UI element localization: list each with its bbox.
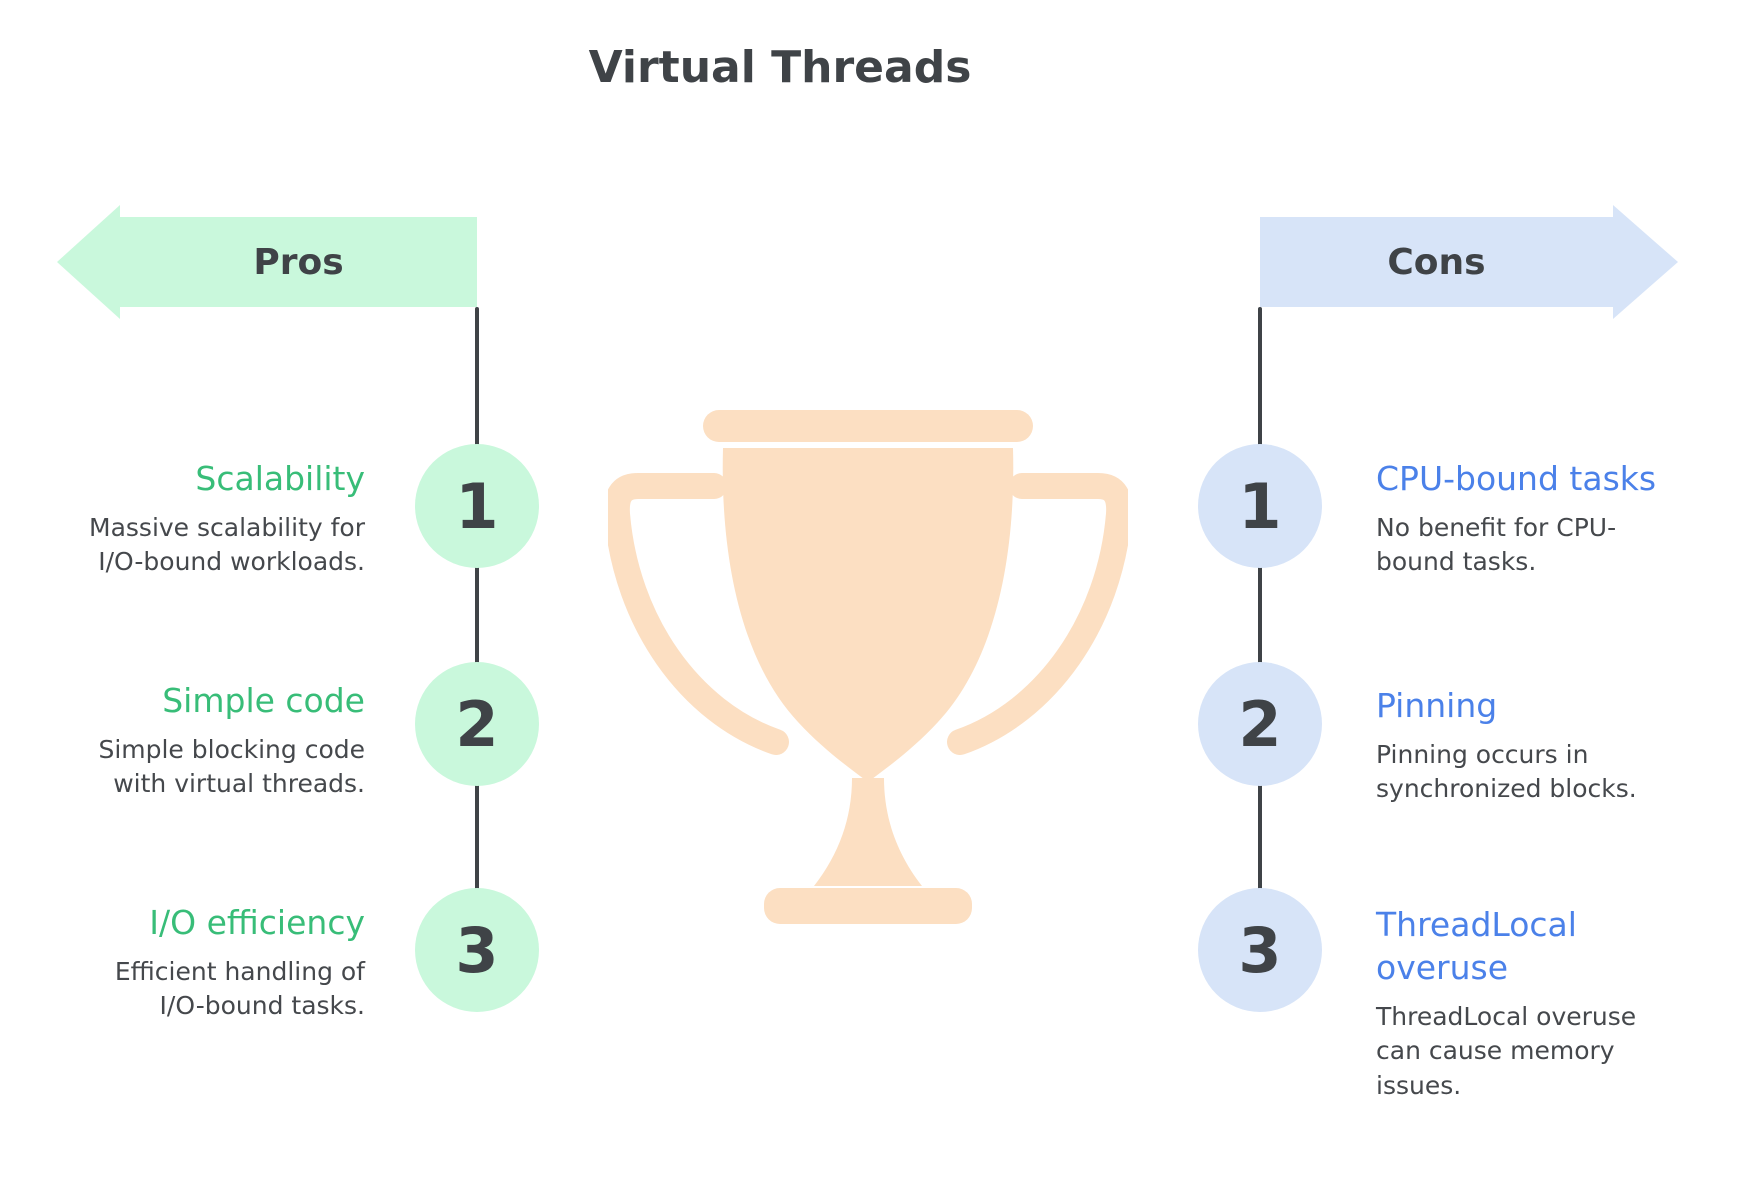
pros-step-2-number: 2 (455, 687, 499, 761)
cons-step-1-number: 1 (1238, 469, 1282, 543)
cons-arrow-head-icon (1613, 205, 1678, 319)
pros-item-2: Simple code Simple blocking code with vi… (30, 680, 365, 802)
pros-step-2-badge: 2 (415, 662, 539, 786)
pros-label: Pros (253, 241, 344, 283)
pros-arrow: Pros (57, 205, 477, 319)
pros-step-1-number: 1 (455, 469, 499, 543)
pros-arrow-body: Pros (120, 217, 477, 307)
cons-step-3-number: 3 (1238, 913, 1282, 987)
pros-item-1-description: Massive scalability for I/O-bound worklo… (89, 512, 365, 577)
trophy-icon (608, 410, 1128, 924)
cons-arrow: Cons (1260, 205, 1678, 319)
pros-item-2-description: Simple blocking code with virtual thread… (98, 734, 365, 799)
cons-arrow-body: Cons (1260, 217, 1613, 307)
cons-item-2-description: Pinning occurs in synchronized blocks. (1376, 739, 1637, 804)
pros-step-3-badge: 3 (415, 888, 539, 1012)
pros-step-1-badge: 1 (415, 444, 539, 568)
cons-item-2-heading: Pinning (1376, 686, 1498, 725)
cons-item-1: CPU-bound tasks No benefit for CPU- boun… (1376, 458, 1721, 580)
pros-step-3-number: 3 (455, 913, 499, 987)
page-title: Virtual Threads (588, 42, 972, 93)
cons-item-3-description: ThreadLocal overuse can cause memory iss… (1376, 1001, 1637, 1100)
pros-item-1-heading: Scalability (195, 459, 365, 498)
cons-item-3: ThreadLocal overuse ThreadLocal overuse … (1376, 904, 1721, 1103)
cons-step-2-badge: 2 (1198, 662, 1322, 786)
pros-timeline-line (475, 307, 479, 950)
pros-item-3: I/O efficiency Efficient handling of I/O… (30, 902, 365, 1024)
cons-timeline-line (1258, 307, 1262, 950)
cons-step-3-badge: 3 (1198, 888, 1322, 1012)
pros-item-3-heading: I/O efficiency (149, 903, 365, 942)
cons-step-1-badge: 1 (1198, 444, 1322, 568)
cons-label: Cons (1387, 241, 1486, 283)
cons-item-1-heading: CPU-bound tasks (1376, 459, 1657, 498)
pros-item-1: Scalability Massive scalability for I/O-… (30, 458, 365, 580)
cons-step-2-number: 2 (1238, 687, 1282, 761)
cons-item-3-heading: ThreadLocal overuse (1376, 905, 1577, 987)
pros-item-3-description: Efficient handling of I/O-bound tasks. (114, 956, 365, 1021)
cons-item-1-description: No benefit for CPU- bound tasks. (1376, 512, 1617, 577)
cons-item-2: Pinning Pinning occurs in synchronized b… (1376, 685, 1721, 807)
pros-item-2-heading: Simple code (162, 681, 365, 720)
pros-arrow-head-icon (57, 205, 120, 319)
